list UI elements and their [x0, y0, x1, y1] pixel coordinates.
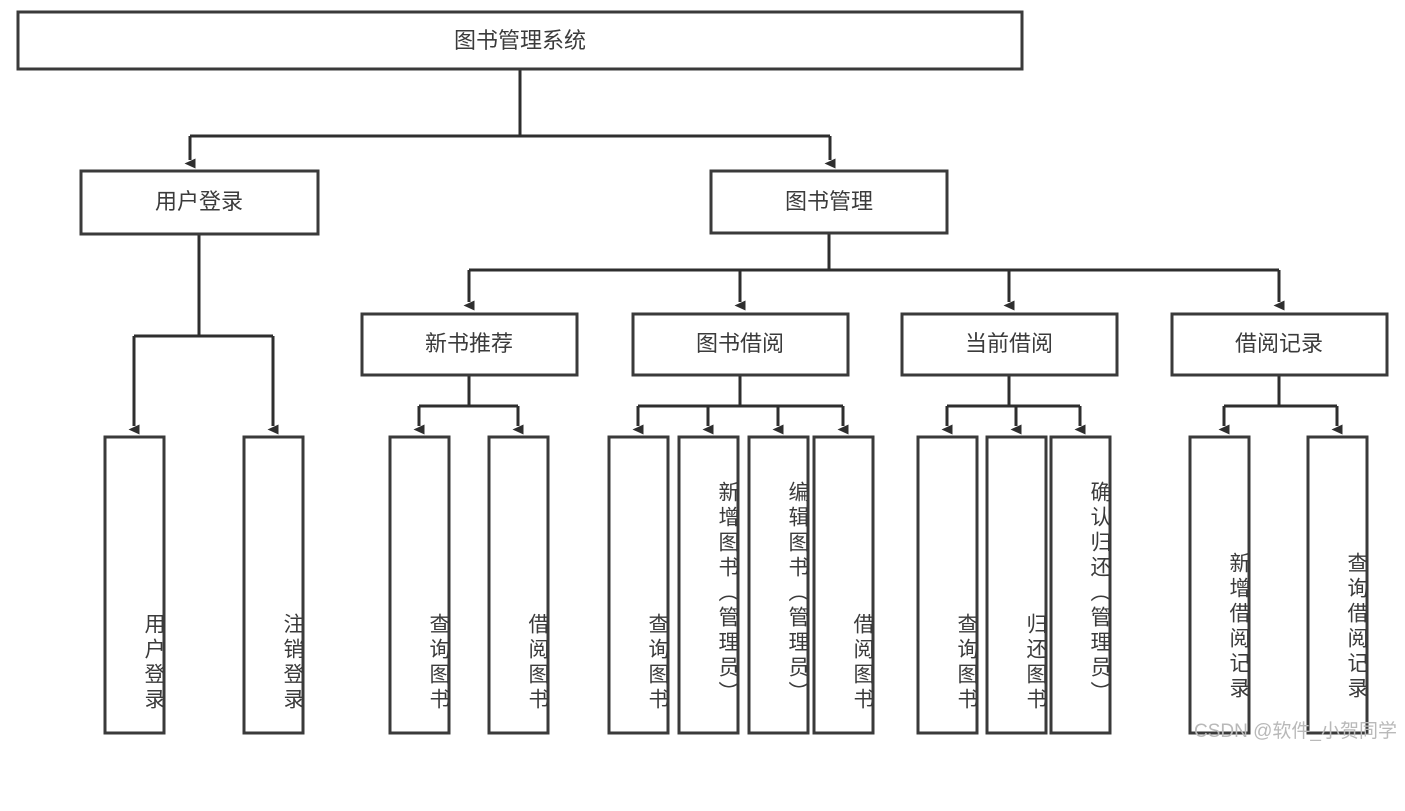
node-root[interactable]: 图书管理系统: [16, 10, 1024, 71]
connector-group-current-borrow: [941, 375, 1086, 435]
connector-group-book-borrow: [632, 375, 849, 435]
node-current-borrow[interactable]: 当前借阅: [900, 312, 1119, 377]
node-new-book-recommend[interactable]: 新书推荐: [360, 312, 579, 377]
connector-group-root: [184, 69, 836, 169]
connector-group-user-login: [128, 234, 279, 435]
csdn-watermark: CSDN @软件_小贺同学: [1194, 721, 1397, 742]
node-book-management[interactable]: 图书管理: [709, 169, 949, 235]
node-book-borrow-rect[interactable]: [631, 312, 850, 377]
leaf-user-login-1-rect[interactable]: [103, 435, 166, 735]
leaf-book-borrow-4-rect[interactable]: [812, 435, 875, 735]
node-current-borrow-rect[interactable]: [900, 312, 1119, 377]
node-borrow-record[interactable]: 借阅记录: [1170, 312, 1389, 377]
node-user-login-rect[interactable]: [79, 169, 320, 236]
node-book-management-label: 图书管理: [785, 189, 873, 214]
connector-group-borrow-record: [1218, 375, 1343, 435]
node-borrow-record-rect[interactable]: [1170, 312, 1389, 377]
leaf-current-borrow-2-rect[interactable]: [985, 435, 1048, 735]
node-root-label: 图书管理系统: [454, 28, 586, 53]
leaf-book-borrow-1-rect[interactable]: [607, 435, 670, 735]
leaf-book-borrow-2-rect[interactable]: [677, 435, 740, 735]
leaf-borrow-record-1-rect[interactable]: [1188, 435, 1251, 735]
flowchart-svg: 图书管理系统 用户登录 图书管理 新书推荐 图书借阅 当前借阅 借阅记录: [16, 10, 1389, 735]
node-book-borrow[interactable]: 图书借阅: [631, 312, 850, 377]
node-new-book-recommend-label: 新书推荐: [425, 331, 513, 356]
leaf-current-borrow-3-rect[interactable]: [1049, 435, 1112, 735]
leaf-current-borrow-1-rect[interactable]: [916, 435, 979, 735]
connector-group-new-book: [413, 375, 524, 435]
leaf-new-book-1-rect[interactable]: [388, 435, 451, 735]
diagram-canvas: 图书管理系统 用户登录 图书管理 新书推荐 图书借阅 当前借阅 借阅记录: [16, 10, 1397, 742]
node-borrow-record-label: 借阅记录: [1235, 331, 1323, 356]
node-user-login-label: 用户登录: [155, 189, 243, 214]
leaf-user-login-2-rect[interactable]: [242, 435, 305, 735]
connector-group-book-mgmt: [463, 233, 1285, 311]
node-root-rect[interactable]: [16, 10, 1024, 71]
leaf-new-book-2-rect[interactable]: [487, 435, 550, 735]
leaf-borrow-record-2-rect[interactable]: [1306, 435, 1369, 735]
node-current-borrow-label: 当前借阅: [965, 331, 1053, 356]
node-book-management-rect[interactable]: [709, 169, 949, 235]
node-user-login[interactable]: 用户登录: [79, 169, 320, 236]
node-new-book-recommend-rect[interactable]: [360, 312, 579, 377]
node-book-borrow-label: 图书借阅: [696, 331, 784, 356]
leaf-book-borrow-3-rect[interactable]: [747, 435, 810, 735]
